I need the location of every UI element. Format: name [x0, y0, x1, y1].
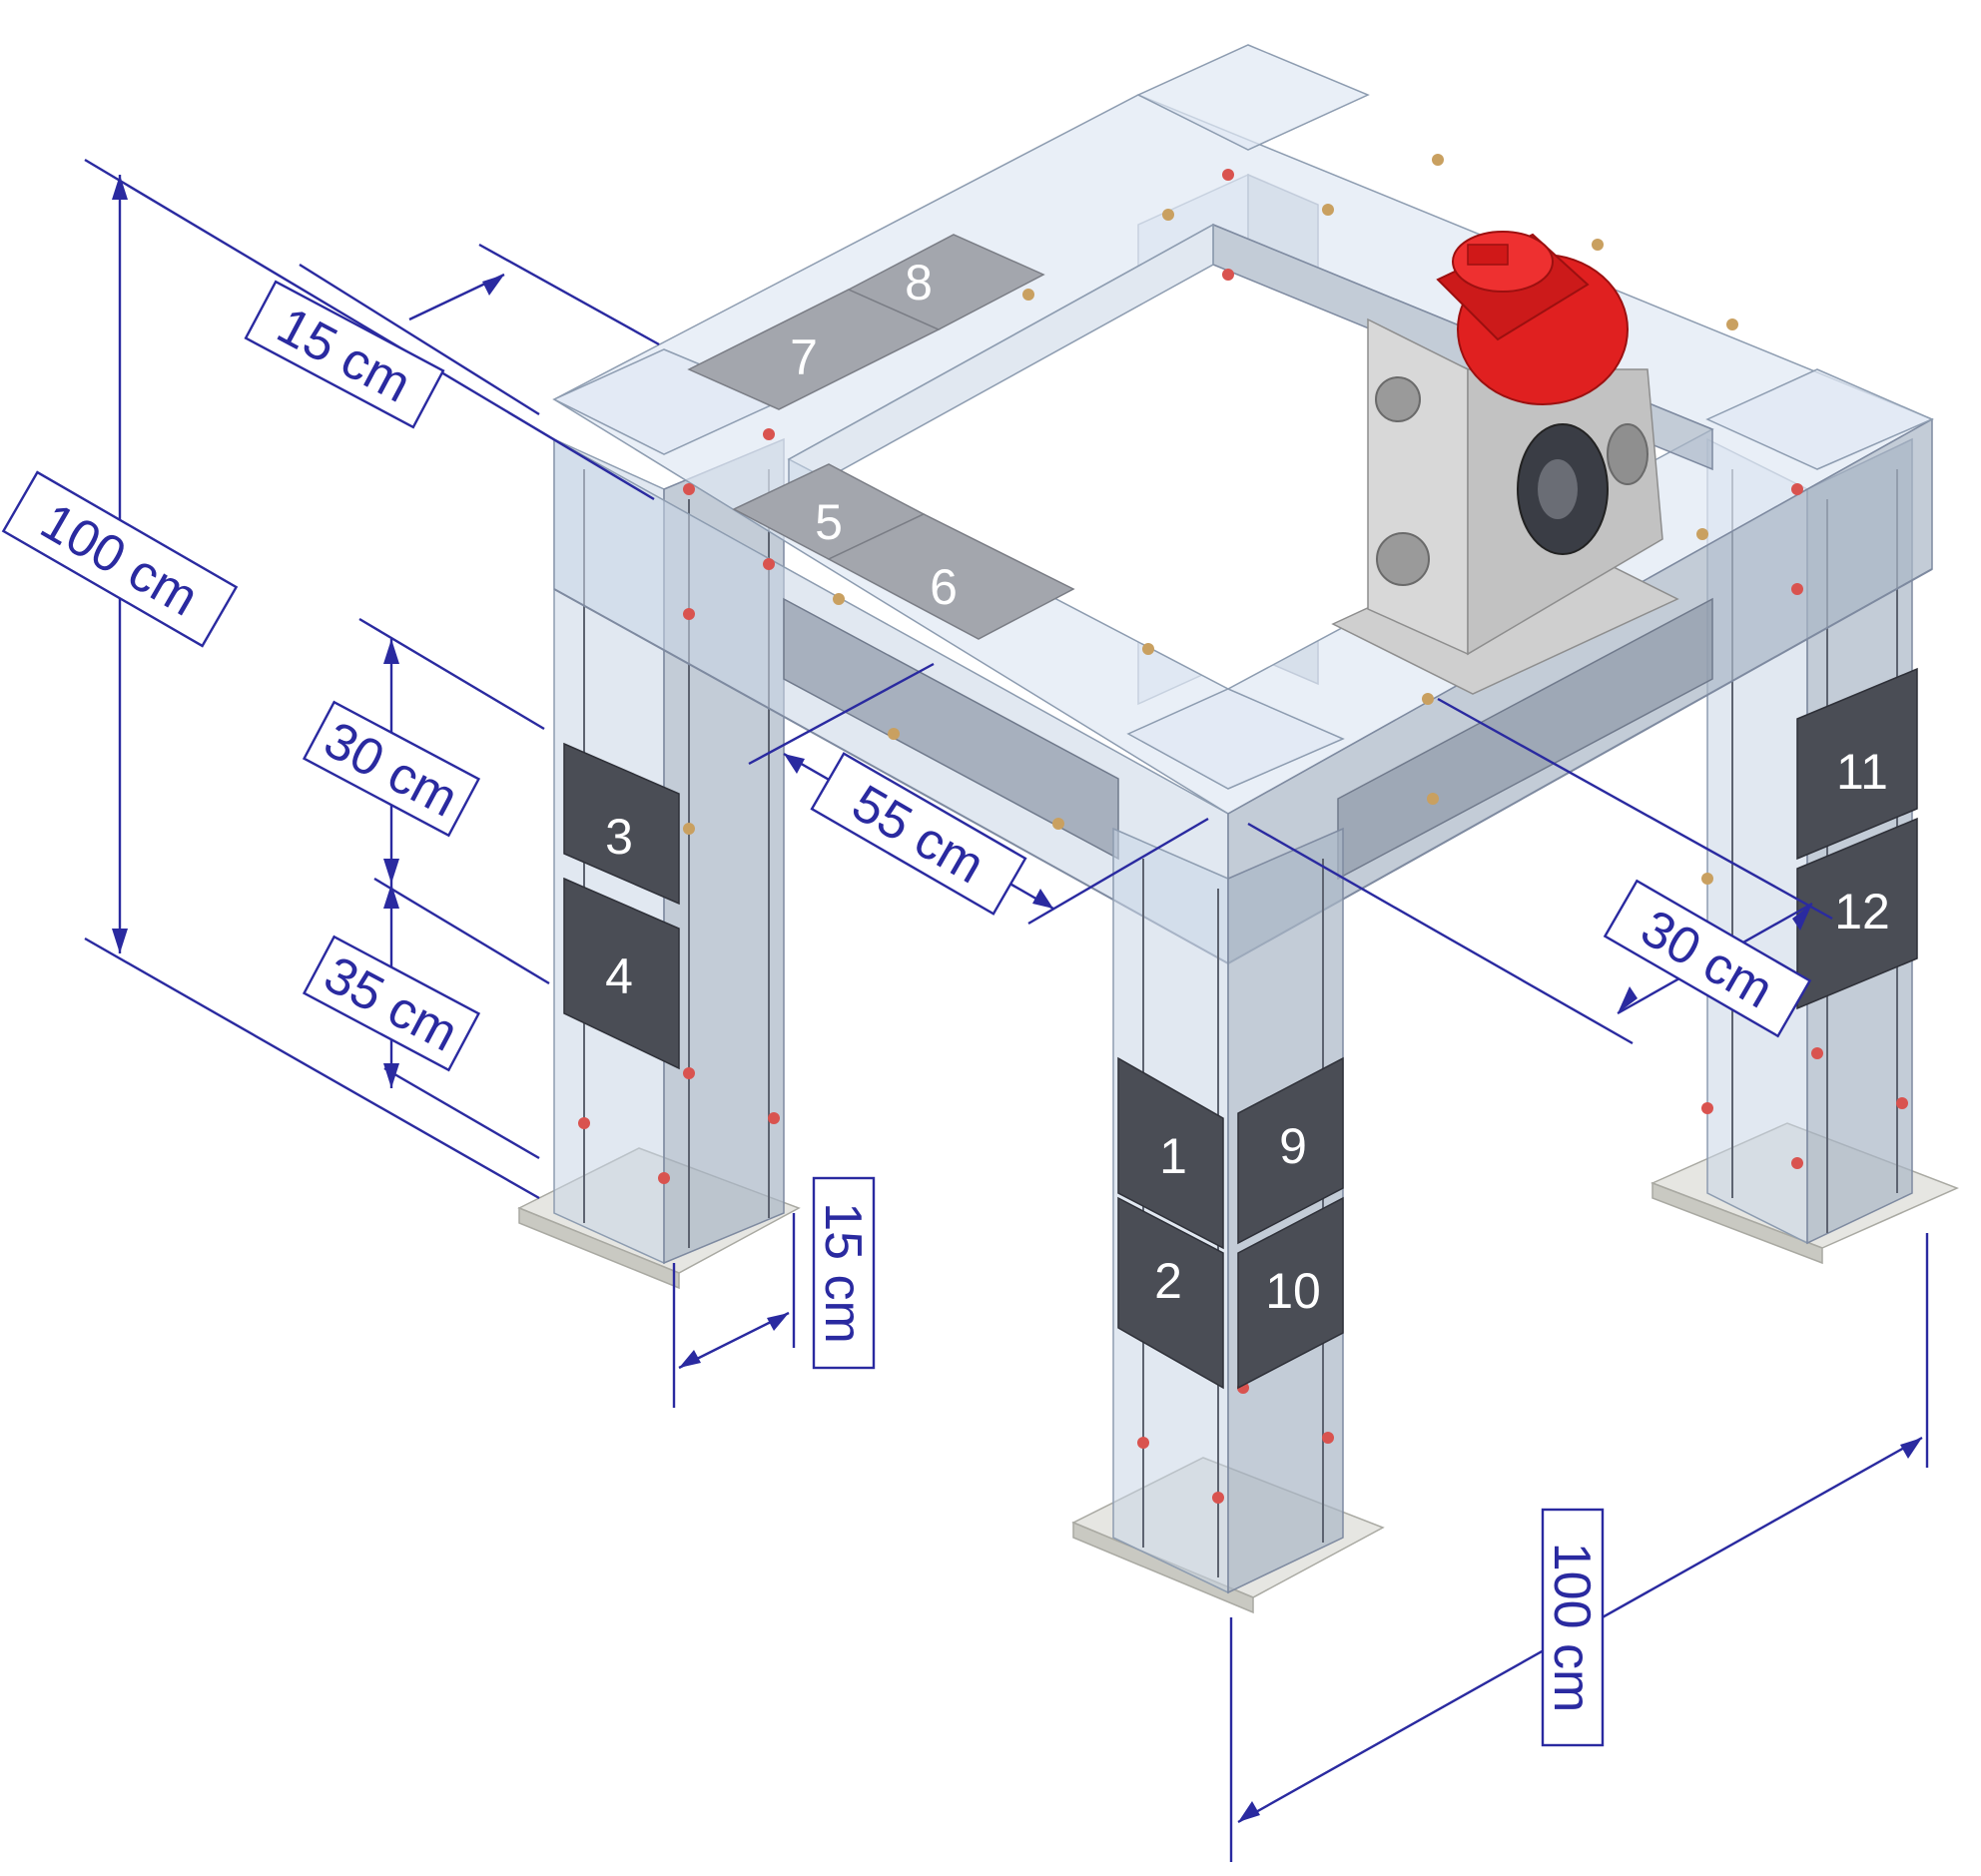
panel-group-right: 11 12 — [1796, 667, 1918, 1010]
panel-label-2: 2 — [1154, 1253, 1182, 1309]
svg-text:100 cm: 100 cm — [1543, 1543, 1601, 1713]
gearbox-side — [1367, 317, 1469, 656]
panel-label-3: 3 — [605, 809, 633, 865]
panel-3-plate — [563, 742, 680, 906]
panel-9-plate — [1237, 1056, 1344, 1245]
svg-text:15 cm: 15 cm — [814, 1202, 872, 1344]
panel-group-left: 3 4 — [563, 742, 680, 1070]
panel-1-plate — [1117, 1056, 1224, 1250]
dim-label-column-width: 15 cm — [812, 1176, 876, 1370]
motor-assembly — [1331, 231, 1679, 695]
panel-label-4: 4 — [605, 948, 633, 1004]
panel-label-9: 9 — [1279, 1118, 1307, 1174]
dim-label-top-width: 15 cm — [244, 280, 445, 429]
dim-label-base-length: 100 cm — [1541, 1508, 1605, 1747]
panel-label-1: 1 — [1159, 1128, 1187, 1184]
panel-4-plate — [563, 877, 680, 1070]
panel-6-plate — [827, 513, 1075, 640]
panel-label-12: 12 — [1834, 884, 1890, 939]
panel-10-plate — [1237, 1196, 1344, 1390]
panel-12-plate — [1796, 817, 1918, 1010]
column-front — [1112, 827, 1344, 1594]
motor — [1436, 231, 1629, 405]
panel-label-5: 5 — [815, 494, 843, 550]
panel-label-6: 6 — [930, 559, 958, 615]
panel-label-11: 11 — [1836, 744, 1888, 800]
panel-11-plate — [1796, 667, 1918, 861]
panel-2-plate — [1117, 1196, 1224, 1390]
panel-group-front: 1 2 9 10 — [1117, 1056, 1344, 1390]
panel-label-8: 8 — [905, 255, 933, 311]
panel-label-7: 7 — [790, 329, 818, 385]
panel-8-plate — [847, 234, 1045, 330]
panel-group-top: 8 7 5 6 — [687, 234, 1075, 640]
panel-label-10: 10 — [1265, 1263, 1321, 1319]
